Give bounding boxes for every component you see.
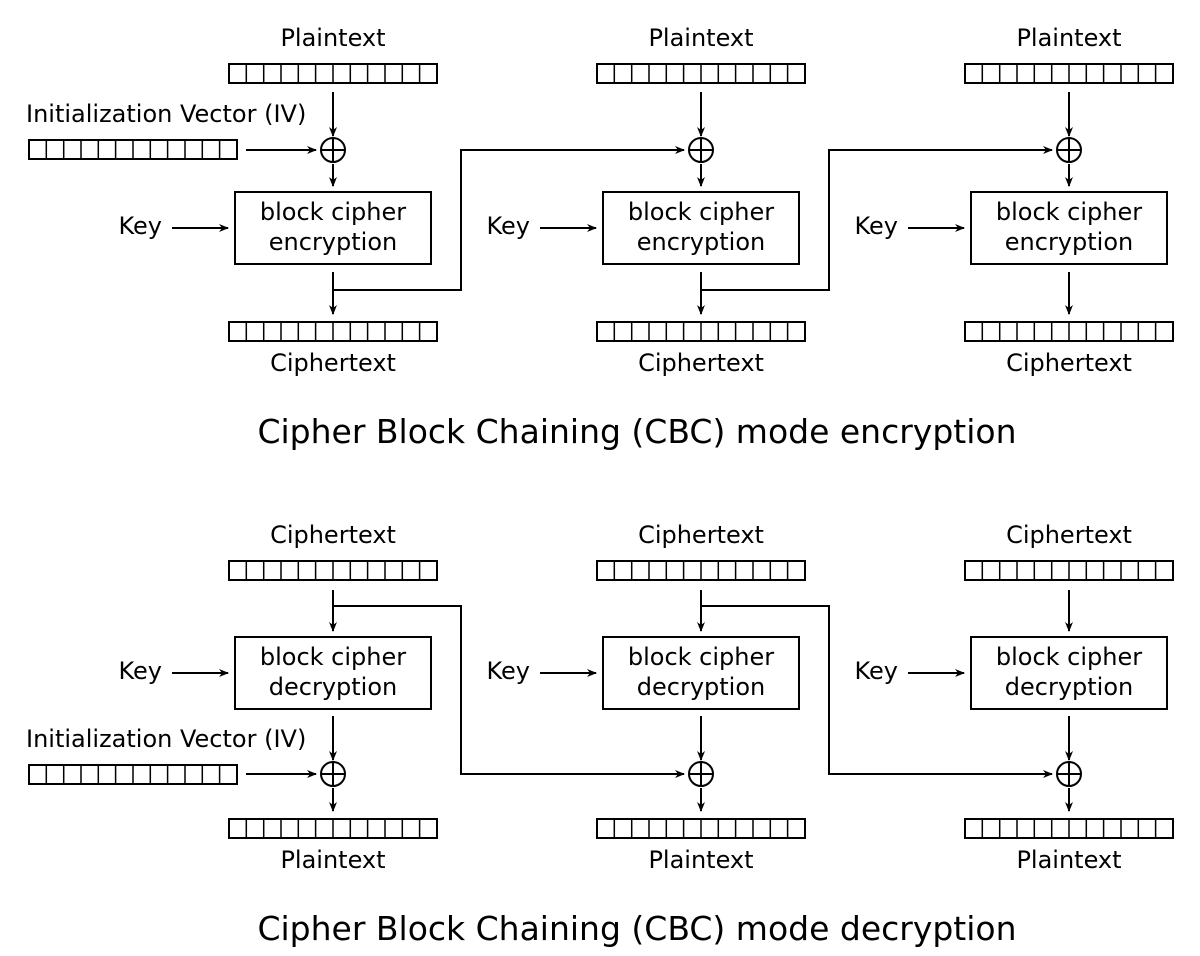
dec-chain-arrow-1 (333, 605, 685, 778)
dec-stage-3: Ciphertext Key block cipher decryption P… (854, 521, 1174, 874)
dec-stage-1-output-label: Plaintext (280, 846, 385, 874)
enc-iv-label: Initialization Vector (IV) (26, 100, 306, 128)
dec-stage-3-cipher-line1: block cipher (996, 643, 1142, 671)
dec-stage-3-cipher-line2: decryption (1005, 673, 1133, 701)
dec-stage-3-input-label: Ciphertext (1006, 521, 1132, 549)
enc-stage-3-output-block (964, 321, 1174, 342)
dec-stage-3-cipher-box (970, 636, 1168, 710)
enc-stage-1-xor-icon (320, 137, 346, 163)
enc-stage-2-input-block (596, 63, 806, 84)
dec-stage-3-output-block (964, 818, 1174, 839)
enc-stage-1-input-block (228, 63, 438, 84)
enc-chain-arrow-2 (701, 146, 1053, 291)
enc-stage-2: Plaintext Key block cipher encryption Ci… (486, 24, 806, 377)
dec-iv-block (28, 764, 238, 785)
enc-stage-1-output-block (228, 321, 438, 342)
dec-stage-2-cipher-box (602, 636, 800, 710)
enc-stage-2-key-label: Key (486, 212, 530, 240)
enc-stage-3-cipher-line1: block cipher (996, 198, 1142, 226)
enc-stage-3-xor-icon (1056, 137, 1082, 163)
enc-stage-3-key-label: Key (854, 212, 898, 240)
decryption-section: Ciphertext Key block cipher decryption P… (26, 521, 1174, 948)
dec-stage-2-key-label: Key (486, 657, 530, 685)
enc-stage-3-cipher-box (970, 191, 1168, 265)
dec-stage-1-xor-icon (320, 761, 346, 787)
enc-stage-2-cipher-box (602, 191, 800, 265)
dec-chain-arrow-2 (701, 605, 1053, 778)
enc-stage-2-cipher-line2: encryption (637, 228, 765, 256)
dec-stage-2-cipher-line2: decryption (637, 673, 765, 701)
enc-stage-3-input-label: Plaintext (1016, 24, 1121, 52)
encryption-section: Initialization Vector (IV) Plaintext Key… (26, 24, 1174, 451)
enc-iv-block (28, 139, 238, 160)
enc-stage-1: Plaintext Key block cipher encryption Ci… (118, 24, 438, 377)
enc-stage-3-input-block (964, 63, 1174, 84)
enc-stage-2-output-block (596, 321, 806, 342)
dec-stage-1-output-block (228, 818, 438, 839)
enc-stage-3-cipher-line2: encryption (1005, 228, 1133, 256)
dec-stage-1-input-label: Ciphertext (270, 521, 396, 549)
enc-stage-1-key-label: Key (118, 212, 162, 240)
dec-stage-2-xor-icon (688, 761, 714, 787)
enc-stage-1-cipher-line2: encryption (269, 228, 397, 256)
dec-stage-1-input-block (228, 560, 438, 581)
enc-stage-1-cipher-line1: block cipher (260, 198, 406, 226)
enc-stage-2-input-label: Plaintext (648, 24, 753, 52)
dec-stage-2-input-block (596, 560, 806, 581)
dec-stage-3-output-label: Plaintext (1016, 846, 1121, 874)
enc-stage-2-xor-icon (688, 137, 714, 163)
dec-stage-3-xor-icon (1056, 761, 1082, 787)
enc-stage-1-output-label: Ciphertext (270, 349, 396, 377)
dec-stage-1-key-label: Key (118, 657, 162, 685)
dec-stage-2-input-label: Ciphertext (638, 521, 764, 549)
dec-stage-3-key-label: Key (854, 657, 898, 685)
dec-stage-1-cipher-line2: decryption (269, 673, 397, 701)
decryption-title: Cipher Block Chaining (CBC) mode decrypt… (257, 909, 1016, 948)
enc-chain-arrow-1 (333, 146, 685, 291)
dec-iv-label: Initialization Vector (IV) (26, 725, 306, 753)
enc-stage-1-input-label: Plaintext (280, 24, 385, 52)
enc-stage-3-output-label: Ciphertext (1006, 349, 1132, 377)
dec-stage-2: Ciphertext Key block cipher decryption P… (486, 521, 806, 874)
enc-stage-1-cipher-box (234, 191, 432, 265)
dec-stage-3-input-block (964, 560, 1174, 581)
dec-stage-1-cipher-line1: block cipher (260, 643, 406, 671)
dec-stage-1-cipher-box (234, 636, 432, 710)
dec-stage-2-output-label: Plaintext (648, 846, 753, 874)
dec-stage-2-cipher-line1: block cipher (628, 643, 774, 671)
enc-stage-2-cipher-line1: block cipher (628, 198, 774, 226)
dec-stage-2-output-block (596, 818, 806, 839)
enc-stage-2-output-label: Ciphertext (638, 349, 764, 377)
dec-stage-1: Ciphertext Key block cipher decryption P… (118, 521, 438, 874)
enc-stage-3: Plaintext Key block cipher encryption Ci… (854, 24, 1174, 377)
encryption-title: Cipher Block Chaining (CBC) mode encrypt… (257, 412, 1016, 451)
